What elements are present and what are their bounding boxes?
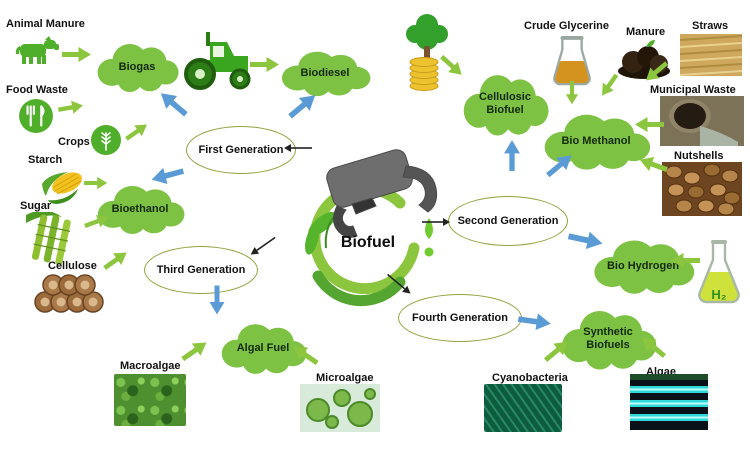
crude-glycerine-label: Crude Glycerine <box>524 20 609 32</box>
municipal-waste-label: Municipal Waste <box>650 84 736 96</box>
first-generation-node: First Generation <box>186 126 296 174</box>
cyanobacteria-label: Cyanobacteria <box>492 372 568 384</box>
arrow-third-gen-to-algal-fuel <box>209 286 226 316</box>
arrow-animal-manure-to-biogas <box>62 46 92 63</box>
arrow-center-to-first-gen <box>284 144 312 152</box>
fuel-node-biogas: Biogas <box>94 40 180 94</box>
algae-photobioreactor-image <box>630 374 708 430</box>
straws-image <box>680 34 742 76</box>
arrow-glycerine-to-biomethanol <box>565 81 579 105</box>
arrow-center-to-second-gen <box>422 218 450 226</box>
arrow-macroalgae-to-algal-fuel <box>178 335 212 366</box>
h2-flask-image: H₂ <box>692 238 746 310</box>
fuel-node-bio-methanol: Bio Methanol <box>540 110 652 172</box>
third-generation-label: Third Generation <box>156 264 246 276</box>
crops-label: Crops <box>58 136 90 148</box>
microalgae-label: Microalgae <box>316 372 374 384</box>
second-generation-node: Second Generation <box>448 196 568 246</box>
macroalgae-label: Macroalgae <box>120 360 181 372</box>
nutshells-image <box>662 162 742 216</box>
crops-icon <box>90 124 122 156</box>
manure-label: Manure <box>626 26 666 38</box>
arrow-nutshells-to-biomethanol <box>636 151 670 177</box>
beaker-image <box>548 36 596 88</box>
arrow-second-gen-to-biohydrogen <box>566 226 605 253</box>
biofuel-title: Biofuel <box>340 234 396 251</box>
starch-label: Starch <box>28 154 63 166</box>
arrow-starch-to-bioethanol <box>84 176 108 190</box>
utensils-icon <box>18 98 54 134</box>
sugar-label: Sugar <box>20 200 52 212</box>
animal-manure-label: Animal Manure <box>6 18 85 30</box>
bio-hydrogen-label: Bio Hydrogen <box>606 259 680 272</box>
synthetic-biofuels-label: Synthetic Biofuels <box>583 326 633 351</box>
algal-fuel-label: Algal Fuel <box>236 341 290 354</box>
sugarcane-image <box>22 212 84 266</box>
macroalgae-image <box>114 374 186 426</box>
fuel-node-algal-fuel: Algal Fuel <box>218 320 308 376</box>
arrow-tractor-to-biodiesel <box>250 56 280 73</box>
manure-image <box>616 38 672 80</box>
fuel-node-cellulosic-biofuel: Cellulosic Biofuel <box>460 70 550 138</box>
biogas-label: Biogas <box>118 60 156 73</box>
h2-flask-label: H₂ <box>711 287 727 302</box>
arrow-food-waste <box>57 98 85 117</box>
arrow-crops <box>122 118 152 145</box>
logs-image <box>34 272 108 314</box>
tree-coins-image <box>402 12 452 92</box>
tractor-icon <box>176 26 260 92</box>
bio-methanol-label: Bio Methanol <box>561 134 631 147</box>
bioethanol-label: Bioethanol <box>111 202 169 215</box>
sewage-pipe-image <box>660 96 744 146</box>
food-waste-label: Food Waste <box>6 84 68 96</box>
arrow-flask-to-biohydrogen <box>670 252 700 269</box>
third-generation-node: Third Generation <box>144 246 258 294</box>
arrow-municipal-to-biomethanol <box>634 116 664 133</box>
cyanobacteria-image <box>484 384 562 432</box>
cellulose-label: Cellulose <box>48 260 97 272</box>
straws-label: Straws <box>692 20 729 32</box>
arrow-second-gen-to-cellulosic <box>503 139 521 171</box>
first-generation-label: First Generation <box>198 144 284 156</box>
fourth-generation-node: Fourth Generation <box>398 294 522 342</box>
corn-image <box>40 164 86 204</box>
fuel-node-synthetic-biofuels: Synthetic Biofuels <box>558 306 658 372</box>
biodiesel-label: Biodiesel <box>300 66 350 79</box>
fuel-node-biodiesel: Biodiesel <box>278 48 372 98</box>
cellulosic-biofuel-label: Cellulosic Biofuel <box>479 91 531 116</box>
fuel-node-bio-hydrogen: Bio Hydrogen <box>590 236 696 296</box>
nutshells-label: Nutshells <box>674 150 724 162</box>
second-generation-label: Second Generation <box>457 215 559 227</box>
fuel-nozzle-graphic <box>282 126 452 311</box>
arrow-cellulose <box>100 245 132 274</box>
microalgae-image <box>300 384 380 432</box>
cow-icon <box>14 36 64 68</box>
fourth-generation-label: Fourth Generation <box>412 312 508 324</box>
arrow-fourth-gen-to-synthetic <box>517 310 553 334</box>
fuel-node-bioethanol: Bioethanol <box>94 182 186 236</box>
arrow-center-to-third-gen <box>248 234 277 258</box>
